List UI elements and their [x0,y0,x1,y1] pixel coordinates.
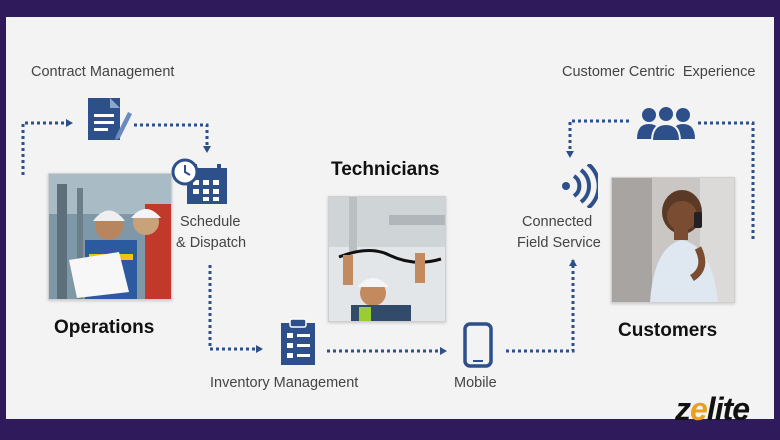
heading-customers: Customers [618,320,718,341]
calendar-clock-icon [171,158,227,204]
label-mobile: Mobile [454,375,497,391]
customers-photo [611,177,735,303]
label-schedule: Schedule [180,214,241,230]
label-contract-management: Contract Management [31,64,175,80]
label-connected: Connected [522,214,593,230]
diagram-canvas: Contract Management Schedule & Dispatch … [6,17,774,427]
connector-customers-to-people [697,121,755,239]
operations-photo [48,173,172,300]
label-field-service: Field Service [517,235,601,251]
flow-connectors [21,119,755,355]
heading-operations: Operations [54,317,155,338]
document-pen-icon [88,98,132,140]
label-inventory-management: Inventory Management [210,375,359,391]
technicians-photo [328,196,446,322]
label-customer-centric-experience: Customer Centric Experience [562,64,756,80]
connector-people-to-connected [566,119,629,158]
clipboard-checklist-icon [281,318,315,365]
heading-technicians: Technicians [331,159,440,180]
connector-operations-to-contract [21,119,73,175]
wireless-signal-icon [562,164,598,208]
connector-schedule-to-inventory [208,265,263,353]
smartphone-icon [463,322,493,368]
label-dispatch: & Dispatch [176,235,247,251]
connector-contract-to-schedule [134,123,211,153]
connector-mobile-to-connected [506,259,577,353]
zelite-logo: zelite [675,391,750,427]
people-group-icon [637,105,695,141]
